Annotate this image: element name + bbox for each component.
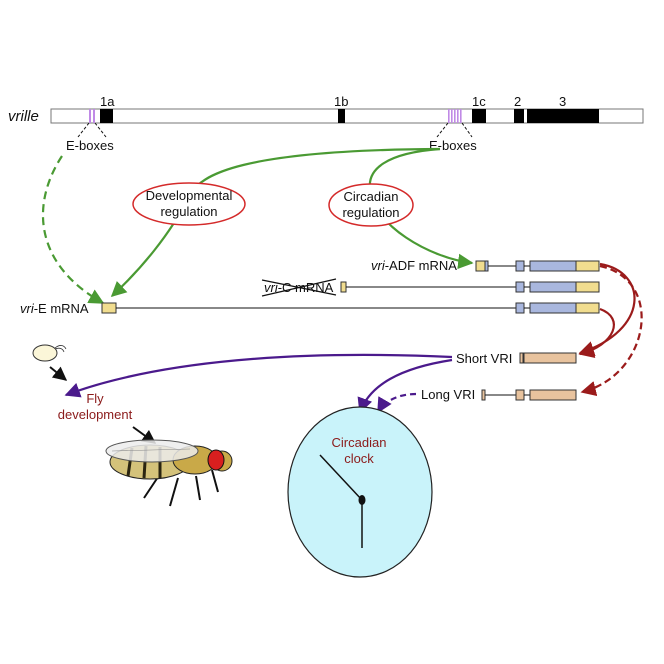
arrow-left-ebox-dashed <box>41 155 105 304</box>
arrow-short-to-development <box>64 353 453 398</box>
circadian-clock-line1: Circadian <box>332 435 387 450</box>
gene-name: vrille <box>8 108 39 125</box>
protein-long-vri: Long VRI <box>421 387 577 402</box>
developmental-regulation-node: Developmental regulation <box>132 182 246 226</box>
circadian-regulation-line2: regulation <box>342 205 399 220</box>
transcript-e-label: vri-E mRNA <box>20 301 89 316</box>
circadian-clock-line2: clock <box>344 451 374 466</box>
developmental-regulation-line2: regulation <box>160 204 217 219</box>
transcript-adf-label: vri-ADF mRNA <box>371 258 457 273</box>
circadian-clock: Circadian clock <box>287 406 433 578</box>
exon-label-3: 3 <box>559 94 566 109</box>
ebox-cluster-left <box>89 109 95 123</box>
transcript-vri-adf: vri-ADF mRNA <box>371 258 600 273</box>
transcript-c-cross-b <box>261 278 337 297</box>
circadian-regulation-node: Circadian regulation <box>328 183 414 227</box>
egg-icon <box>32 344 67 362</box>
arrow-egg-to-development <box>49 366 68 381</box>
protein-long-label: Long VRI <box>421 387 475 402</box>
clock-face <box>287 406 433 578</box>
protein-short-vri: Short VRI <box>456 351 577 366</box>
ebox-label-left: E-boxes <box>66 138 114 153</box>
exon-1a <box>100 109 113 123</box>
exon-label-1b: 1b <box>334 94 348 109</box>
ebox-callout-left <box>77 122 107 138</box>
fly-icon <box>105 439 233 507</box>
arrow-long-to-clock <box>377 392 417 414</box>
circadian-regulation-line1: Circadian <box>344 189 399 204</box>
fly-development-line1: Fly <box>86 391 104 406</box>
arrow-translation-short-from-e <box>578 307 615 358</box>
exon-label-1a: 1a <box>100 94 115 109</box>
ebox-callout-right <box>436 122 473 138</box>
exon-1c <box>472 109 486 123</box>
exon-1b <box>338 109 345 123</box>
fly-development-line2: development <box>58 407 133 422</box>
protein-short-label: Short VRI <box>456 351 512 366</box>
arrow-short-to-clock <box>357 358 453 414</box>
clock-center <box>358 495 366 505</box>
arrow-translation-long-dashed <box>580 264 643 397</box>
clock-hand-minute <box>319 454 363 501</box>
ebox-cluster-right <box>448 109 462 123</box>
transcript-vri-e: vri-E mRNA <box>20 301 600 316</box>
developmental-regulation-line1: Developmental <box>146 188 233 203</box>
exon-label-2: 2 <box>514 94 521 109</box>
gene-body <box>50 108 644 124</box>
exon-label-1c: 1c <box>472 94 486 109</box>
exon-2 <box>514 109 524 123</box>
transcript-vri-c: vri-C mRNA <box>261 278 600 297</box>
exon-3 <box>527 109 599 123</box>
ebox-label-right: E-boxes <box>429 138 477 153</box>
